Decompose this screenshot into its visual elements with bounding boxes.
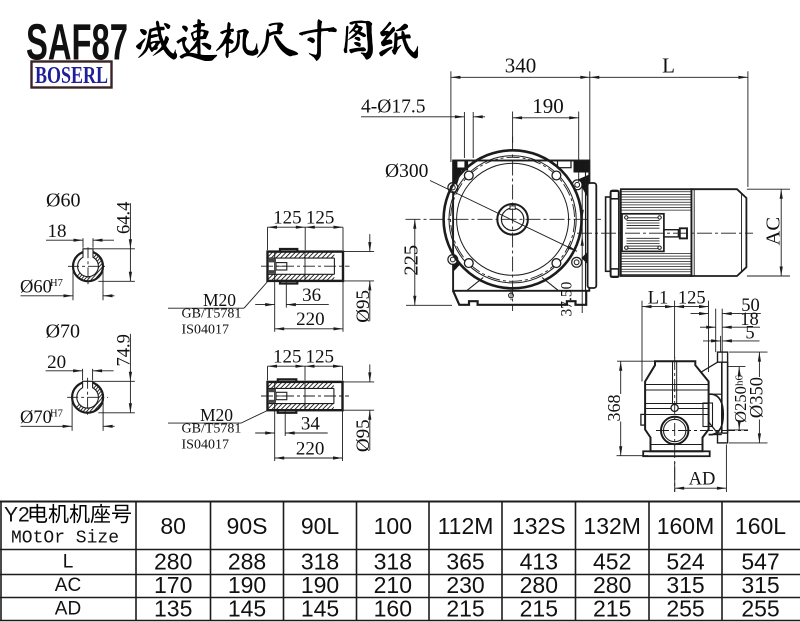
- svg-text:318: 318: [374, 549, 412, 575]
- svg-text:h6: h6: [733, 375, 745, 387]
- svg-text:215: 215: [446, 596, 484, 622]
- svg-text:64.4: 64.4: [114, 202, 134, 234]
- svg-text:34: 34: [301, 414, 321, 435]
- svg-text:215: 215: [520, 596, 558, 622]
- svg-text:L: L: [63, 552, 74, 573]
- svg-text:36: 36: [302, 285, 321, 306]
- svg-text:AD: AD: [689, 470, 716, 490]
- svg-text:Ø300: Ø300: [385, 161, 428, 182]
- svg-text:H7: H7: [50, 278, 63, 289]
- svg-text:37.50: 37.50: [559, 281, 576, 316]
- svg-text:365: 365: [446, 549, 484, 575]
- svg-text:215: 215: [593, 596, 631, 622]
- svg-text:230: 230: [446, 572, 484, 598]
- svg-text:220: 220: [296, 309, 325, 330]
- svg-text:IS04017: IS04017: [182, 437, 229, 452]
- svg-text:L: L: [662, 53, 675, 77]
- svg-text:547: 547: [741, 549, 779, 575]
- svg-text:315: 315: [741, 572, 779, 598]
- svg-text:AD: AD: [55, 599, 81, 620]
- svg-text:4-Ø17.5: 4-Ø17.5: [361, 97, 425, 118]
- svg-text:M20: M20: [203, 290, 236, 310]
- svg-text:125: 125: [306, 208, 335, 229]
- svg-text:AC: AC: [55, 575, 81, 596]
- svg-text:18: 18: [48, 221, 67, 242]
- svg-text:210: 210: [374, 572, 412, 598]
- svg-text:145: 145: [228, 596, 266, 622]
- svg-text:GB/T5781: GB/T5781: [182, 307, 242, 322]
- svg-text:Ø95: Ø95: [353, 419, 374, 452]
- svg-text:160M: 160M: [657, 513, 715, 539]
- svg-text:Y2: Y2: [4, 504, 30, 527]
- svg-text:90S: 90S: [227, 513, 268, 539]
- svg-text:160L: 160L: [735, 513, 786, 539]
- svg-text:135: 135: [154, 596, 192, 622]
- svg-text:M20: M20: [200, 405, 233, 425]
- svg-text:413: 413: [520, 549, 558, 575]
- svg-text:452: 452: [593, 549, 631, 575]
- svg-text:315: 315: [666, 572, 704, 598]
- svg-text:190: 190: [228, 572, 266, 598]
- svg-text:280: 280: [520, 572, 558, 598]
- svg-text:288: 288: [228, 549, 266, 575]
- svg-text:220: 220: [296, 438, 325, 459]
- svg-text:125: 125: [273, 208, 302, 229]
- svg-text:Ø60: Ø60: [20, 277, 52, 297]
- svg-text:L1: L1: [648, 289, 669, 309]
- svg-text:AC: AC: [762, 217, 784, 245]
- svg-text:225: 225: [400, 245, 422, 276]
- svg-text:BOSERL: BOSERL: [35, 63, 108, 89]
- svg-text:190: 190: [532, 94, 564, 118]
- svg-text:Ø70: Ø70: [46, 321, 80, 343]
- svg-text:74.9: 74.9: [114, 334, 134, 366]
- svg-text:132M: 132M: [583, 513, 641, 539]
- svg-text:18: 18: [740, 310, 759, 330]
- svg-text:112M: 112M: [438, 513, 494, 539]
- svg-text:Ø60: Ø60: [46, 190, 80, 212]
- svg-text:Ø95: Ø95: [353, 290, 374, 323]
- svg-text:50: 50: [741, 296, 760, 316]
- svg-text:368: 368: [604, 395, 624, 422]
- svg-text:90L: 90L: [301, 513, 340, 539]
- svg-text:318: 318: [301, 549, 339, 575]
- svg-text:20: 20: [47, 352, 66, 373]
- svg-text:160: 160: [374, 596, 412, 622]
- svg-text:MOtOr Size: MOtOr Size: [11, 529, 119, 549]
- svg-text:125: 125: [273, 346, 302, 367]
- svg-text:255: 255: [666, 596, 704, 622]
- svg-text:132S: 132S: [512, 513, 566, 539]
- svg-text:524: 524: [666, 549, 705, 575]
- svg-text:145: 145: [301, 596, 339, 622]
- svg-text:80: 80: [160, 513, 186, 539]
- svg-text:125: 125: [678, 288, 706, 308]
- svg-text:280: 280: [154, 549, 192, 575]
- svg-text:IS04017: IS04017: [182, 323, 229, 338]
- svg-text:125: 125: [306, 346, 335, 367]
- svg-text:340: 340: [505, 53, 537, 77]
- svg-text:Ø70: Ø70: [20, 408, 52, 428]
- svg-text:5: 5: [745, 323, 754, 343]
- svg-text:H7: H7: [50, 408, 63, 419]
- svg-text:100: 100: [374, 513, 412, 539]
- svg-text:GB/T5781: GB/T5781: [182, 421, 242, 436]
- svg-text:170: 170: [154, 572, 192, 598]
- svg-text:Ø250: Ø250: [731, 386, 750, 423]
- svg-text:Ø350: Ø350: [747, 377, 767, 418]
- svg-text:255: 255: [741, 596, 779, 622]
- svg-text:280: 280: [593, 572, 631, 598]
- svg-text:190: 190: [301, 572, 339, 598]
